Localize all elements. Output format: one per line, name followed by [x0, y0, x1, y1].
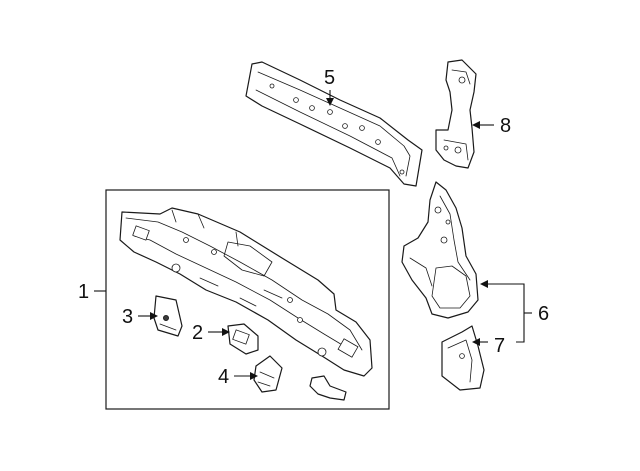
callout-6[interactable]: 6 [480, 280, 549, 343]
callout-8[interactable]: 8 [472, 115, 511, 137]
svg-text:1: 1 [78, 281, 89, 303]
part-8-bracket[interactable] [435, 59, 477, 169]
part-2-bracket[interactable] [227, 323, 259, 355]
callout-5[interactable]: 5 [324, 67, 335, 106]
callout-7[interactable]: 7 [472, 335, 505, 357]
part-7-lower-bracket[interactable] [441, 325, 485, 391]
svg-text:7: 7 [494, 335, 505, 357]
clip-part [309, 375, 347, 401]
svg-text:3: 3 [122, 306, 133, 328]
part-4-bracket[interactable] [253, 355, 283, 393]
assembly-group-box [105, 189, 390, 410]
svg-text:5: 5 [324, 67, 335, 89]
callout-1[interactable]: 1 [78, 281, 106, 303]
part-6-quarter-panel[interactable] [401, 181, 479, 319]
callout-3[interactable]: 3 [122, 306, 158, 328]
svg-text:8: 8 [500, 115, 511, 137]
svg-text:2: 2 [192, 322, 203, 344]
part-1-rear-panel[interactable] [119, 207, 373, 377]
part-5-reinforcement[interactable] [245, 61, 423, 187]
svg-text:6: 6 [538, 303, 549, 325]
callout-4[interactable]: 4 [218, 366, 258, 388]
part-3-plate[interactable] [153, 295, 183, 337]
callout-2[interactable]: 2 [192, 322, 230, 344]
svg-text:4: 4 [218, 366, 229, 388]
